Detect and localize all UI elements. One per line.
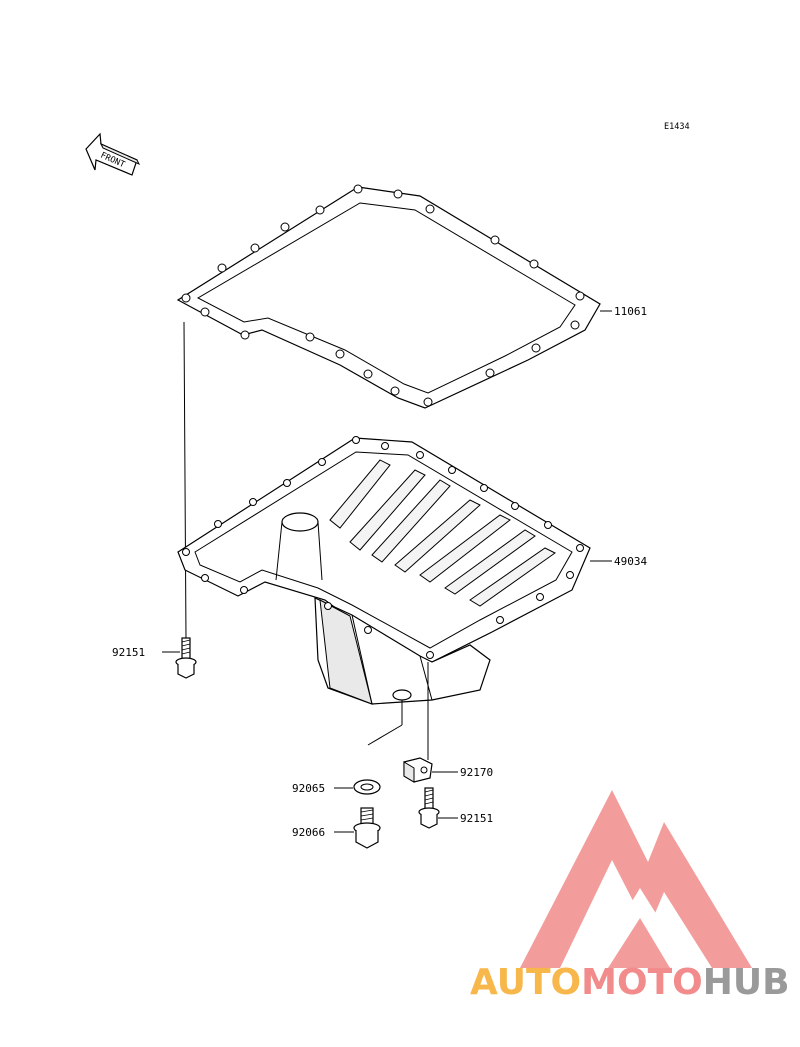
front-arrow-icon: FRONT: [85, 132, 141, 176]
callout-49034: 49034: [614, 555, 647, 568]
oil-pan: [177, 436, 591, 705]
callout-92151-left: 92151: [112, 646, 145, 659]
watermark-logo-icon: [520, 790, 752, 968]
callout-11061: 11061: [614, 305, 647, 318]
watermark-text: AUTOMOTOHUB: [470, 962, 790, 1003]
oil-pan-gasket: [176, 184, 601, 409]
flange-bolt-right: [418, 787, 440, 829]
watermark-word-auto: AUTO: [470, 962, 582, 1003]
watermark-word-hub: HUB: [702, 962, 790, 1003]
callout-92066: 92066: [292, 826, 325, 839]
diagram-code: E1434: [664, 122, 690, 132]
callout-92151-right: 92151: [460, 812, 493, 825]
callout-92065: 92065: [292, 782, 325, 795]
callout-92170: 92170: [460, 766, 493, 779]
clamp: [403, 757, 433, 783]
flange-bolt-left: [175, 637, 197, 679]
drain-plug: [353, 807, 381, 849]
washer: [353, 779, 381, 795]
watermark-word-moto: MOTO: [581, 962, 703, 1003]
